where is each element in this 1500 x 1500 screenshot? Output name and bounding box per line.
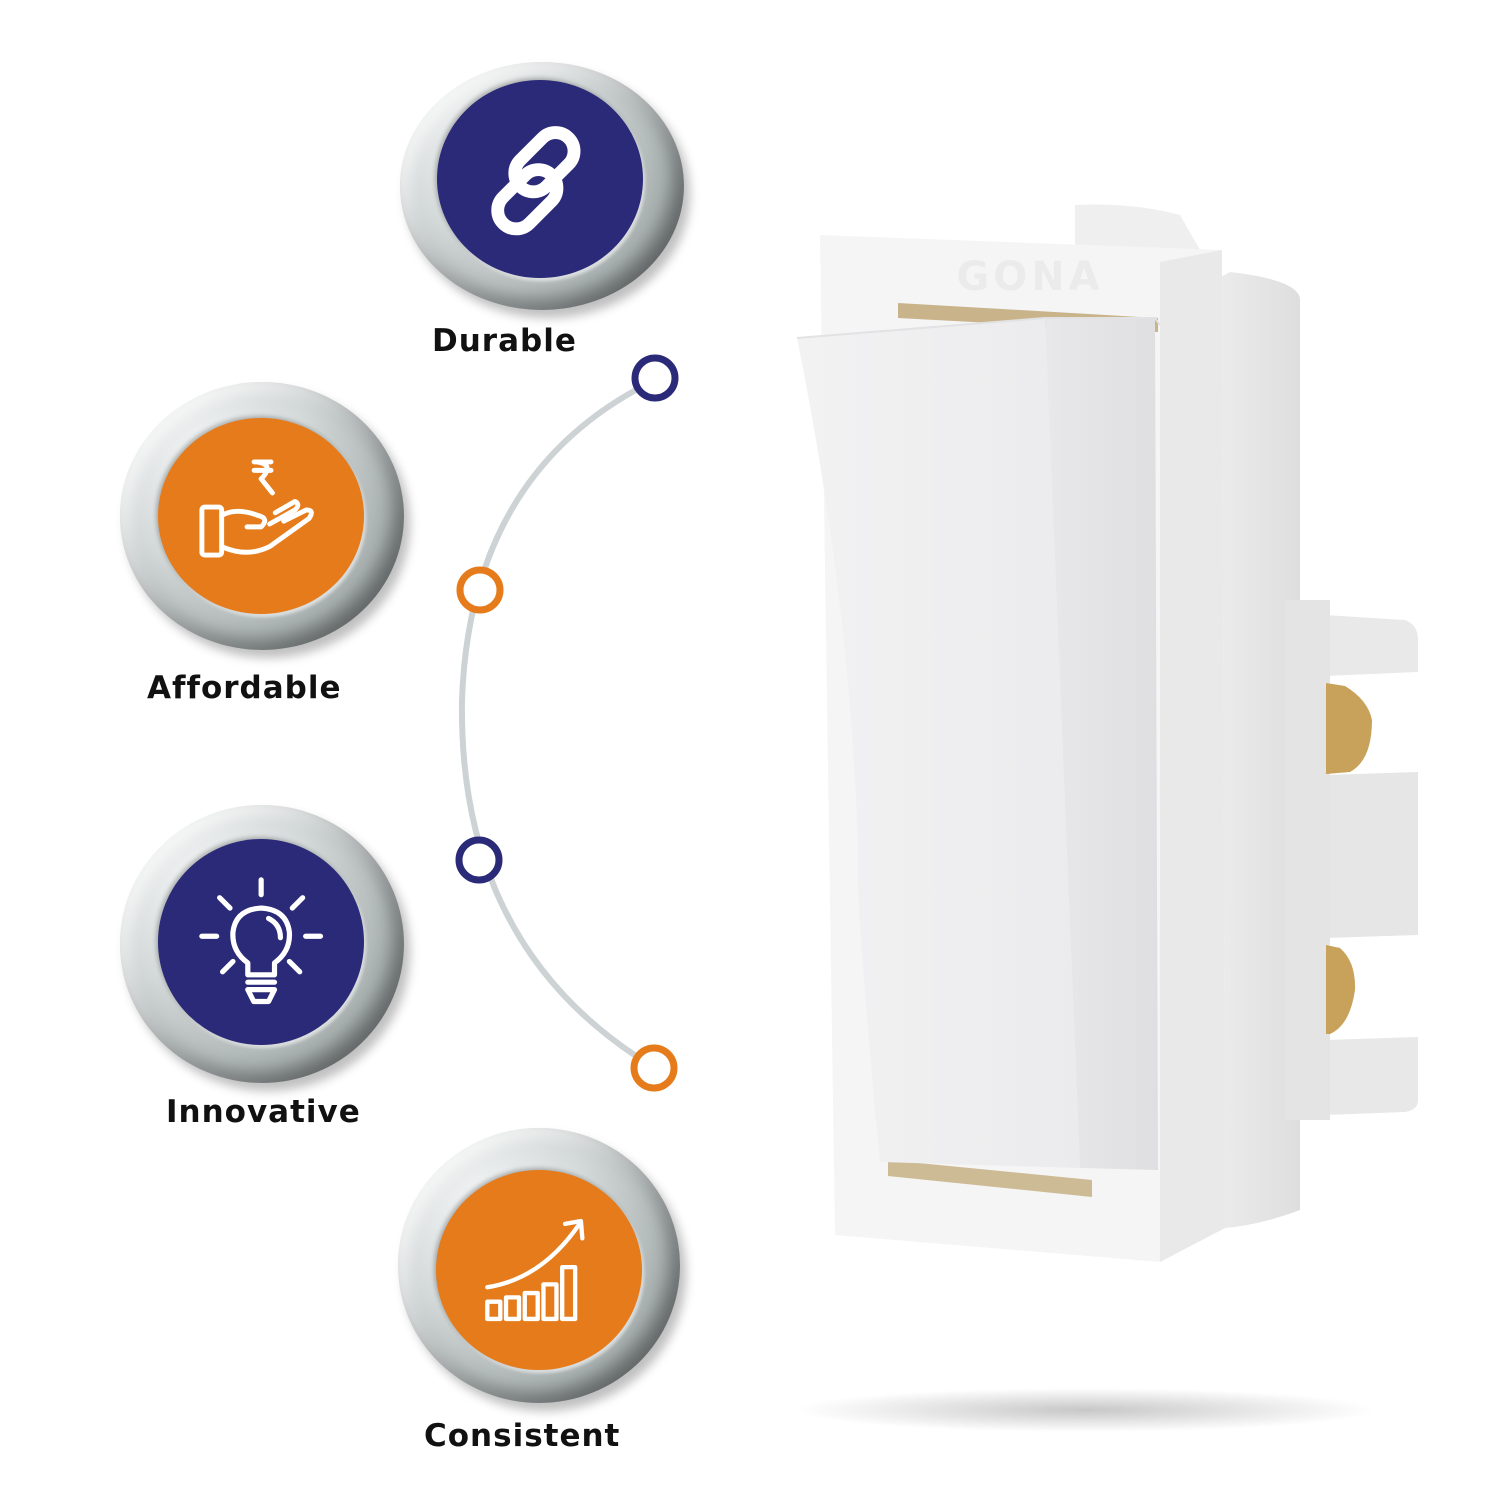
connector-node-3 (455, 836, 503, 884)
chain-link-icon (437, 80, 643, 278)
switch-housing-side (1215, 272, 1300, 1228)
feature-label-affordable: Affordable (147, 670, 342, 706)
switch-top-tab (1075, 204, 1200, 250)
brand-emboss: GONA (956, 254, 1103, 300)
badge-affordable (120, 382, 404, 650)
rocker-face-right (1045, 318, 1158, 1170)
connector-node-4 (630, 1044, 678, 1092)
bottom-recess (888, 1160, 1092, 1197)
connector-node-2 (456, 566, 504, 614)
brass-terminal-top (1326, 683, 1372, 774)
feature-label-innovative: Innovative (166, 1094, 361, 1130)
brass-terminal-bottom (1326, 945, 1356, 1034)
growth-chart-icon (436, 1170, 642, 1370)
feature-label-durable: Durable (432, 323, 577, 359)
feature-label-consistent: Consistent (424, 1418, 621, 1454)
badge-durable (400, 62, 684, 310)
badge-consistent (398, 1128, 680, 1403)
hand-rupee-icon (158, 418, 364, 614)
light-bulb-icon (158, 839, 364, 1045)
rocker-face-left (797, 318, 1080, 1168)
product-shadow (795, 1388, 1375, 1432)
connector-node-1 (631, 354, 679, 402)
badge-innovative (120, 805, 404, 1083)
terminal-block (1285, 600, 1418, 1120)
